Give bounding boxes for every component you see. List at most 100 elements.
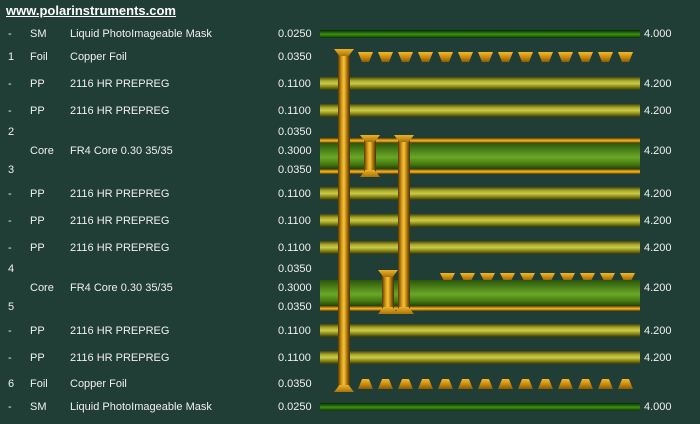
copper-pad: [418, 379, 433, 389]
material-description: 2116 HR PREPREG: [70, 242, 170, 254]
copper-pad: [440, 273, 455, 281]
material-type: Foil: [30, 378, 48, 390]
finished-thickness-value: 4.200: [644, 325, 672, 337]
copper-layer-strip: [320, 138, 640, 143]
finished-thickness-value: 4.200: [644, 352, 672, 364]
copper-pad: [498, 52, 513, 62]
layer-number: -: [8, 78, 12, 90]
finished-thickness-value: 4.200: [644, 78, 672, 90]
material-description: 2116 HR PREPREG: [70, 105, 170, 117]
layer-number: -: [8, 242, 12, 254]
buried-via-2-5-bottom-pad: [394, 307, 414, 314]
layer-number: 6: [8, 378, 15, 390]
layer-number: -: [8, 325, 12, 337]
material-type: PP: [30, 325, 45, 337]
prepreg-bar: [320, 77, 640, 90]
copper-pad: [478, 379, 493, 389]
material-type: Core: [30, 282, 54, 294]
material-type: SM: [30, 28, 47, 40]
copper-pad: [418, 52, 433, 62]
thickness-value: 0.1100: [278, 215, 311, 227]
thickness-value: 0.1100: [278, 105, 311, 117]
copper-pad: [458, 379, 473, 389]
material-type: PP: [30, 352, 45, 364]
copper-pad: [378, 52, 393, 62]
prepreg-bar: [320, 214, 640, 227]
copper-pad: [598, 379, 613, 389]
material-description: Copper Foil: [70, 378, 127, 390]
thickness-value: 0.0250: [278, 28, 312, 40]
prepreg-bar: [320, 241, 640, 254]
material-description: 2116 HR PREPREG: [70, 215, 170, 227]
layer-number: 5: [8, 301, 15, 313]
material-type: Foil: [30, 51, 48, 63]
copper-pad: [460, 273, 475, 281]
thickness-value: 0.1100: [278, 352, 311, 364]
copper-pad: [618, 52, 633, 62]
finished-thickness-value: 4.000: [644, 401, 672, 413]
copper-pad: [518, 379, 533, 389]
material-description: Liquid PhotoImageable Mask: [70, 28, 212, 40]
finished-thickness-value: 4.200: [644, 145, 672, 157]
thickness-value: 0.0350: [278, 378, 312, 390]
copper-pad: [558, 379, 573, 389]
copper-pad: [620, 273, 635, 281]
core-bar: [320, 280, 640, 306]
soldermask-bar: [320, 30, 640, 38]
through-via-top-pad: [334, 49, 354, 56]
finished-thickness-value: 4.200: [644, 105, 672, 117]
copper-pad: [378, 379, 393, 389]
thickness-value: 0.3000: [278, 145, 312, 157]
copper-pad: [578, 52, 593, 62]
copper-pad: [538, 52, 553, 62]
material-description: 2116 HR PREPREG: [70, 78, 170, 90]
copper-pad: [538, 379, 553, 389]
buried-via-2-3: [364, 137, 376, 175]
layer-number: 1: [8, 51, 15, 63]
copper-pad: [598, 52, 613, 62]
copper-pad: [398, 379, 413, 389]
copper-pad: [358, 52, 373, 62]
copper-pad: [500, 273, 515, 281]
thickness-value: 0.3000: [278, 282, 312, 294]
layer-number: 4: [8, 263, 15, 275]
material-type: PP: [30, 188, 45, 200]
thickness-value: 0.1100: [278, 188, 311, 200]
layer-number: -: [8, 352, 12, 364]
material-description: 2116 HR PREPREG: [70, 352, 170, 364]
copper-pad: [498, 379, 513, 389]
finished-thickness-value: 4.200: [644, 188, 672, 200]
layer-number: -: [8, 28, 12, 40]
copper-pad: [540, 273, 555, 281]
finished-thickness-value: 4.200: [644, 215, 672, 227]
material-description: 2116 HR PREPREG: [70, 188, 170, 200]
copper-pad: [560, 273, 575, 281]
copper-pad: [480, 273, 495, 281]
layer-number: -: [8, 215, 12, 227]
finished-thickness-value: 4.200: [644, 242, 672, 254]
buried-via-2-5: [398, 137, 410, 312]
material-description: Copper Foil: [70, 51, 127, 63]
layer-number: -: [8, 105, 12, 117]
through-via-bottom-pad: [334, 385, 354, 392]
thickness-value: 0.0250: [278, 401, 312, 413]
thickness-value: 0.0350: [278, 126, 312, 138]
prepreg-bar: [320, 187, 640, 200]
prepreg-bar: [320, 324, 640, 337]
thickness-value: 0.1100: [278, 325, 311, 337]
copper-pad: [438, 379, 453, 389]
copper-pad: [558, 52, 573, 62]
copper-pad: [580, 273, 595, 281]
through-via: [338, 51, 350, 390]
copper-pad: [458, 52, 473, 62]
copper-layer-strip: [320, 306, 640, 311]
buried-via-4-5: [382, 272, 394, 312]
copper-pad: [398, 52, 413, 62]
layer-number: 3: [8, 164, 15, 176]
copper-pad: [600, 273, 615, 281]
copper-pad: [438, 52, 453, 62]
copper-pad: [520, 273, 535, 281]
copper-pad: [518, 52, 533, 62]
material-description: Liquid PhotoImageable Mask: [70, 401, 212, 413]
